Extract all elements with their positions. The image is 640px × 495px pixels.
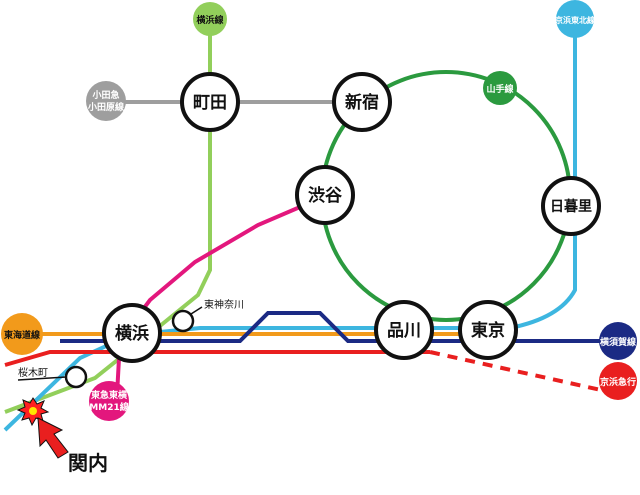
station-nippori[interactable]: 日暮里 bbox=[541, 176, 601, 236]
yokohama-line-label: 横浜線 bbox=[196, 14, 223, 26]
station-shibuya[interactable]: 渋谷 bbox=[295, 165, 355, 225]
tokyu-toyoko-line-badge[interactable]: 東急東横 MM21線 bbox=[89, 381, 129, 421]
station-machida-label: 町田 bbox=[193, 93, 227, 113]
keikyu-line-dashed bbox=[429, 350, 611, 394]
station-sakuragicho[interactable]: 桜木町 bbox=[17, 365, 88, 389]
yokohama-line-badge[interactable]: 横浜線 bbox=[193, 2, 227, 36]
tokyu-toyoko-line-label-2: MM21線 bbox=[89, 401, 128, 413]
station-shinjuku-label: 新宿 bbox=[345, 92, 379, 113]
station-yokohama[interactable]: 横浜 bbox=[102, 303, 162, 363]
odakyu-line-badge[interactable]: 小田急 小田原線 bbox=[86, 81, 126, 121]
kannai-arrow-icon bbox=[37, 417, 69, 459]
yamanote-line-badge[interactable]: 山手線 bbox=[483, 71, 517, 105]
station-shinagawa-label: 品川 bbox=[387, 321, 421, 341]
yamanote-line-label: 山手線 bbox=[486, 83, 513, 95]
keihin-tohoku-line bbox=[3, 30, 577, 432]
tokyu-toyoko-line-label-1: 東急東横 bbox=[91, 389, 128, 401]
odakyu-line-label-2: 小田原線 bbox=[87, 101, 124, 113]
station-higashikanagawa-label: 東神奈川 bbox=[204, 298, 244, 311]
odakyu-line-label-1: 小田急 bbox=[91, 89, 119, 101]
station-tokyo-label: 東京 bbox=[471, 320, 505, 341]
kannai-burst-icon bbox=[16, 397, 50, 427]
tokaido-line-badge[interactable]: 東海道線 bbox=[1, 313, 43, 355]
station-kannai-label: 関内 bbox=[68, 451, 108, 475]
keikyu-line-label: 京浜急行 bbox=[600, 376, 636, 388]
station-sakuragicho-label: 桜木町 bbox=[18, 366, 48, 379]
keikyu-line-badge[interactable]: 京浜急行 bbox=[599, 362, 637, 400]
yokosuka-line-badge[interactable]: 横須賀線 bbox=[599, 322, 637, 360]
yokosuka-line-label: 横須賀線 bbox=[600, 336, 636, 348]
tokyu-toyoko-line bbox=[115, 193, 329, 396]
station-machida[interactable]: 町田 bbox=[180, 72, 240, 132]
station-nippori-label: 日暮里 bbox=[550, 198, 592, 215]
station-tokyo[interactable]: 東京 bbox=[458, 300, 518, 360]
station-higashikanagawa[interactable]: 東神奈川 bbox=[171, 298, 244, 333]
tokaido-line-label: 東海道線 bbox=[4, 329, 40, 341]
keihin-tohoku-line-badge[interactable]: 京浜東北線 bbox=[555, 0, 595, 38]
station-shinjuku[interactable]: 新宿 bbox=[332, 72, 392, 132]
keikyu-line bbox=[4, 350, 430, 367]
station-shinagawa[interactable]: 品川 bbox=[374, 300, 434, 360]
keihin-tohoku-line-label: 京浜東北線 bbox=[555, 15, 595, 25]
station-shibuya-label: 渋谷 bbox=[308, 185, 343, 206]
station-yokohama-label: 横浜 bbox=[115, 323, 149, 344]
